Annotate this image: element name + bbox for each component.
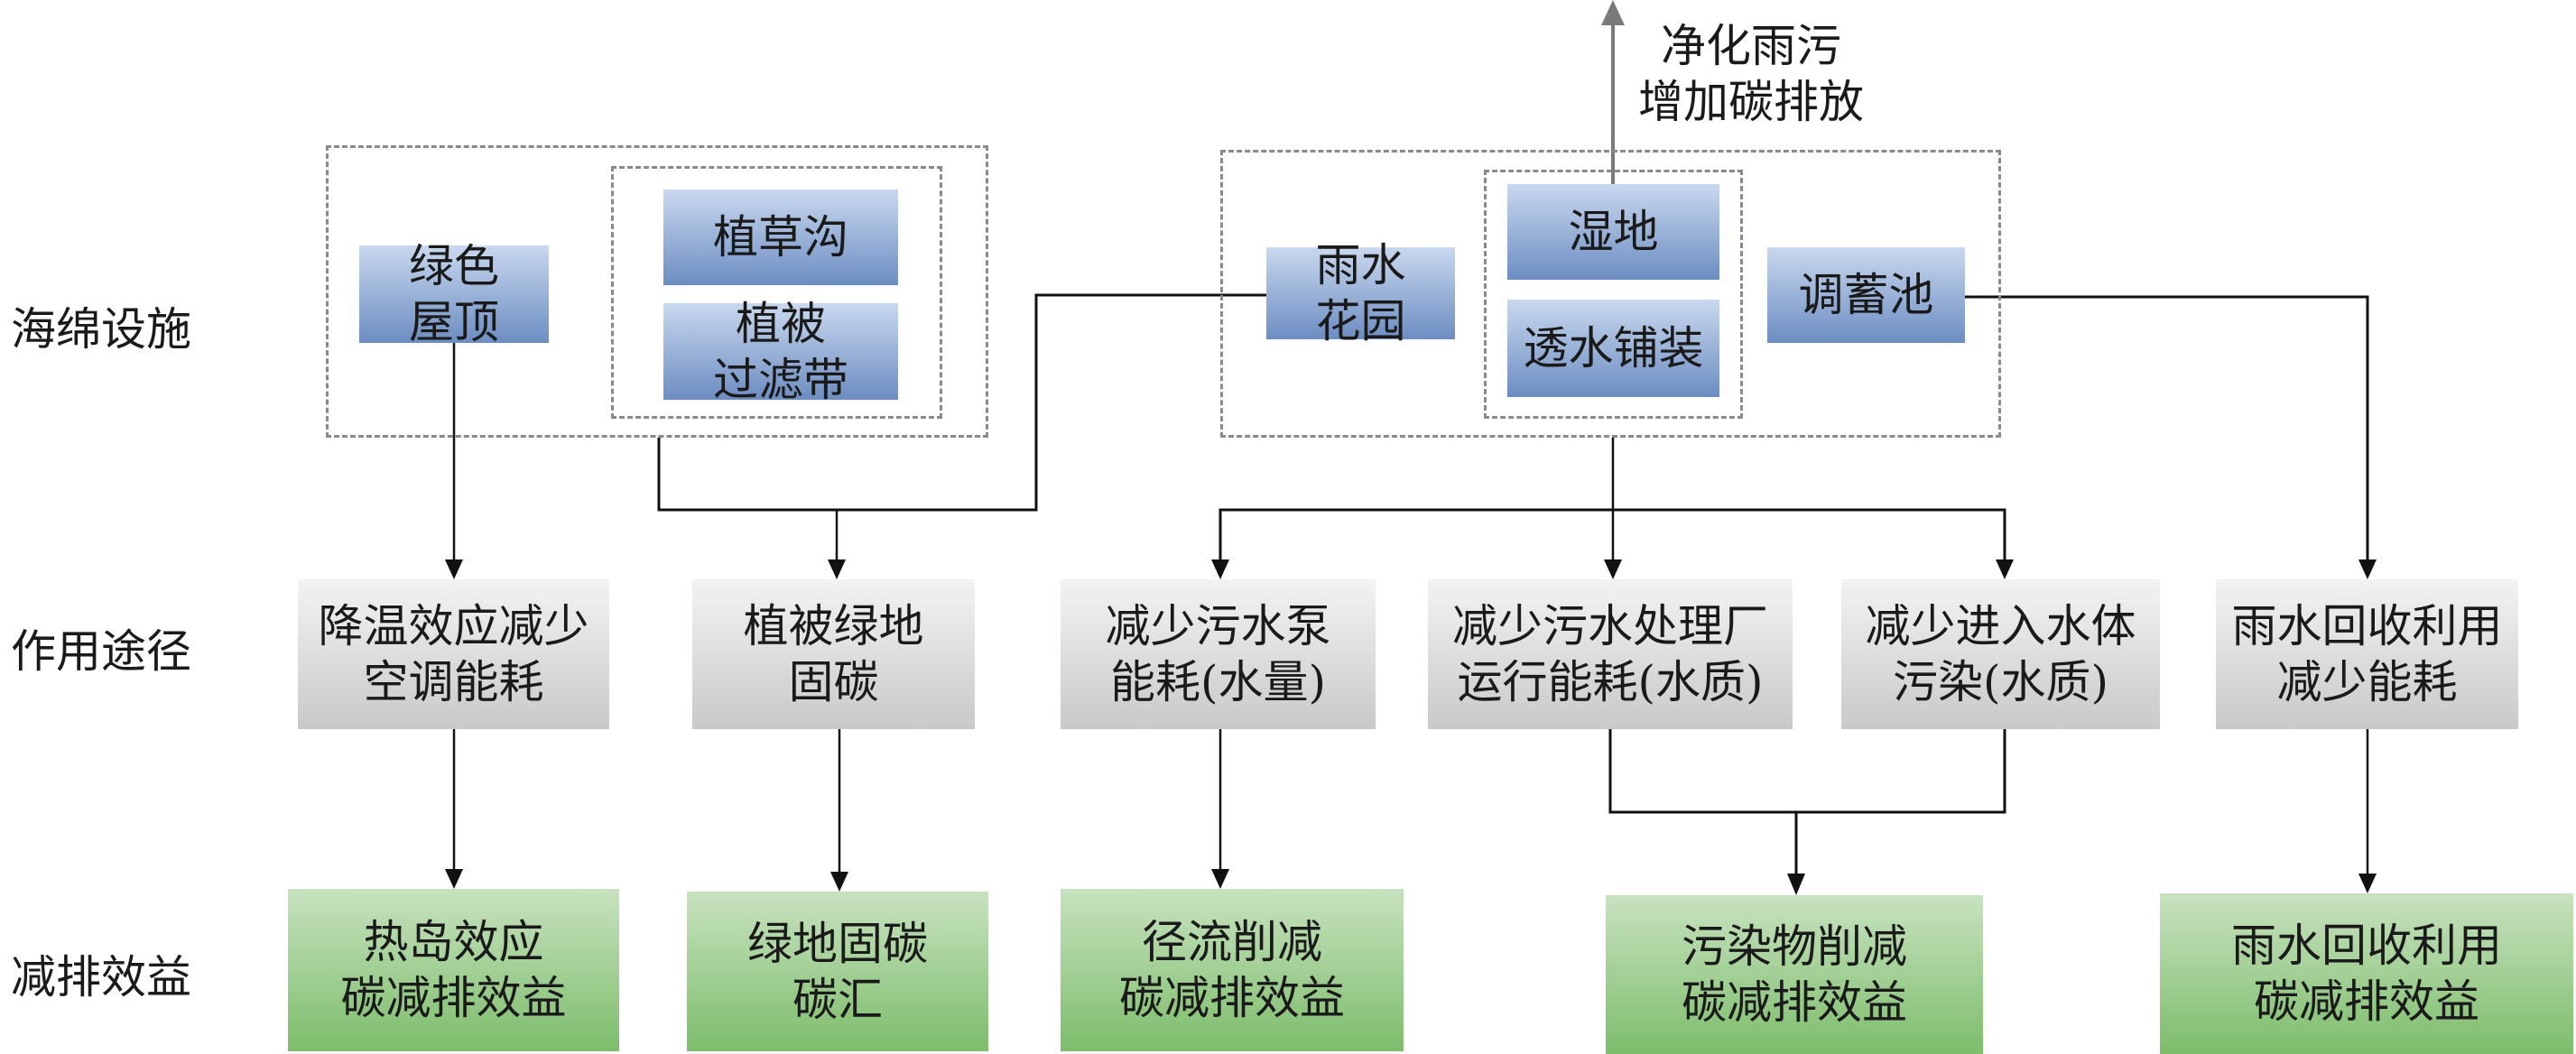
pathway-box: 降温效应减少 空调能耗 — [298, 579, 609, 729]
up-arrow-head — [1601, 0, 1625, 25]
benefit-box: 径流削减 碳减排效益 — [1061, 889, 1404, 1051]
pathway-box: 植被绿地 固碳 — [692, 579, 975, 729]
facility-group-1 — [326, 145, 988, 438]
facility-storage-pond: 调蓄池 — [1767, 247, 1965, 343]
arrow-head — [830, 872, 848, 892]
facility-subgroup-1 — [611, 166, 942, 419]
pathway-box: 减少污水处理厂 运行能耗(水质) — [1428, 579, 1793, 729]
arrow-head — [1787, 874, 1805, 895]
pathway-box: 雨水回收利用 减少能耗 — [2216, 579, 2518, 729]
benefit-box: 热岛效应 碳减排效益 — [288, 889, 619, 1051]
connector — [657, 293, 1266, 512]
benefit-box: 污染物削减 碳减排效益 — [1606, 895, 1983, 1054]
facility-permeable-pavement: 透水铺装 — [1507, 300, 1719, 397]
arrow-head — [445, 559, 463, 579]
arrow-head — [1211, 559, 1229, 579]
row-label-pathways: 作用途径 — [11, 625, 191, 678]
arrow-head — [2358, 559, 2377, 579]
arrow-head — [1996, 559, 2014, 579]
arrow-head — [445, 869, 463, 889]
pathway-box: 减少污水泵 能耗(水量) — [1061, 579, 1376, 729]
row-label-facilities: 海绵设施 — [11, 303, 191, 356]
facility-wetland: 湿地 — [1507, 184, 1719, 280]
row-label-benefits: 减排效益 — [11, 951, 191, 1003]
connector — [1965, 295, 2369, 561]
facility-grass-swale: 植草沟 — [663, 190, 898, 285]
arrow-head — [828, 559, 846, 579]
facility-vegetated-filter: 植被 过滤带 — [663, 298, 898, 406]
pathway-box: 减少进入水体 污染(水质) — [1841, 579, 2160, 729]
arrow-head — [1604, 559, 1622, 579]
connector — [1219, 508, 2006, 561]
facility-rain-garden: 雨水 花园 — [1266, 239, 1455, 347]
arrow-head — [2358, 874, 2377, 893]
arrow-head — [1211, 869, 1229, 889]
facility-green-roof: 绿色 屋顶 — [359, 240, 549, 348]
facility-group-2 — [1220, 150, 2001, 438]
benefit-box: 雨水回收利用 碳减排效益 — [2160, 893, 2573, 1054]
benefit-box: 绿地固碳 碳汇 — [687, 892, 988, 1051]
facility-subgroup-2 — [1484, 170, 1743, 419]
top-note: 净化雨污 增加碳排放 — [1638, 20, 1864, 128]
connector — [1608, 729, 2006, 814]
